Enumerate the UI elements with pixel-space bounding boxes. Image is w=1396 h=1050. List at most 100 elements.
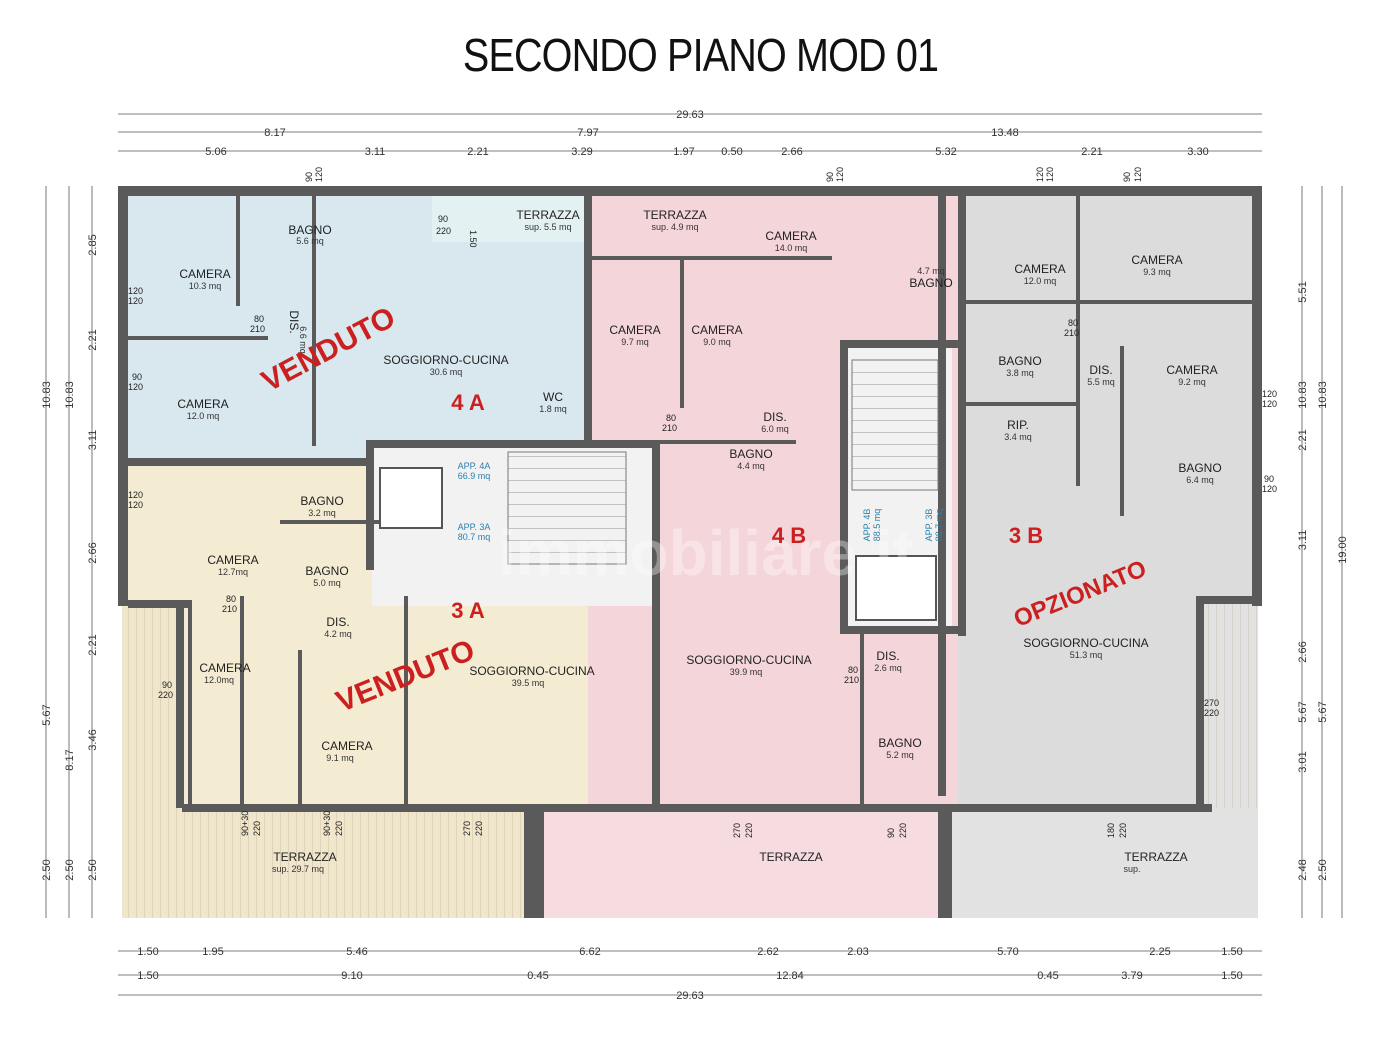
dim-left-in-6: 2.50 [87,859,99,880]
opening-label: 220 [1204,708,1219,718]
terrace-deck-leftside [122,604,182,808]
opening-label: 120 [128,500,143,510]
dim-left-mid-2: 2.50 [64,859,76,880]
opening-label: 80 [226,594,236,604]
unit-tag: APP. 4A [458,461,491,471]
room-name: CAMERA [179,267,230,281]
room-name: TERRAZZA [1124,850,1187,864]
opening-label: 220 [334,821,344,836]
opening-label: 1.50 [468,230,478,248]
unit-code-3a: 3 A [451,598,485,623]
unit-tag: APP. 3A [458,522,491,532]
opening-label: 220 [1118,823,1128,838]
dim-left-in-4: 2.21 [87,634,99,655]
dim-bot-r1-8: 1.50 [1221,946,1242,958]
dim-right-in-5: 2.48 [1297,859,1309,880]
room-area: 12.0 mq [1024,276,1057,286]
opening-label: 90 [162,680,172,690]
room-area: 9.2 mq [1178,377,1206,387]
room-name: DIS. [326,615,349,629]
dim-top-r2-0: 8.17 [264,127,285,139]
room-area: 9.0 mq [703,337,731,347]
room-name: CAMERA [609,323,660,337]
dim-right-mid-extra-0: 10.83 [1297,381,1309,409]
room-area: 3.4 mq [1004,432,1032,442]
wall-core-h2 [840,340,958,348]
opening-label: 120 [128,490,143,500]
opening-label: 220 [252,821,262,836]
room-area: 3.2 mq [308,508,336,518]
room-name: SOGGIORNO-CUCINA [469,664,594,678]
wall-v-2 [652,440,660,812]
dim-left-in-3: 2.66 [87,542,99,563]
unit-tags: APP. 4A 66.9 mq APP. 3A 80.7 mq APP. 4B … [458,461,944,542]
walls [118,186,1262,918]
room-name: CAMERA [177,397,228,411]
room-area: 51.3 mq [1070,650,1103,660]
unit-codes: 4 A 3 A 4 B 3 B [451,390,1043,623]
room-name: SOGGIORNO-CUCINA [686,653,811,667]
room-area: 1.8 mq [539,404,567,414]
room-area: sup. [1123,864,1140,874]
room-area: 6.0 mq [761,424,789,434]
unit-tag: APP. 4B [862,509,872,542]
opening-label: 90 [304,172,314,182]
dimension-lines [45,113,1343,996]
room-name: BAGNO [288,223,331,237]
terrace-4a [432,196,590,242]
dim-bot-r1-5: 2.03 [847,946,868,958]
opening-label: 120 [128,296,143,306]
room-area: sup. 4.9 mq [651,222,698,232]
dim-top-r3-9: 3.30 [1187,146,1208,158]
dim-right-in-2: 3.11 [1297,530,1309,551]
dim-left-in-1: 2.21 [87,329,99,350]
wall-h-c [1204,596,1256,604]
opening-label: 120 [1262,399,1277,409]
room-area: 30.6 mq [430,367,463,377]
unit-tag-area: 80.7 mq [458,532,491,542]
opening-label: 90 [825,172,835,182]
dim-bot-r1-4: 2.62 [757,946,778,958]
room-name: BAGNO [909,276,952,290]
dim-left-outer-0: 10.83 [41,381,53,409]
wall-int-7 [966,300,1256,304]
room-name: BAGNO [998,354,1041,368]
opening-label: 220 [898,823,908,838]
room-name: CAMERA [321,739,372,753]
unit-code-3b: 3 B [1009,523,1043,548]
dim-left-mid-1: 8.17 [64,749,76,770]
room-name: CAMERA [765,229,816,243]
dim-left-in-0: 2.85 [87,234,99,255]
room-area: 9.1 mq [326,753,354,763]
dim-bot-r2-4: 0.45 [1037,970,1058,982]
opening-label: 120 [835,167,845,182]
dim-right-in-0: 5.51 [1297,281,1309,302]
room-name: DIS. [876,649,899,663]
dim-bot-r1-0: 1.50 [137,946,158,958]
dim-top-r3-5: 0.50 [721,146,742,158]
dim-right-mid-0: 10.83 [1317,381,1329,409]
room-name: SOGGIORNO-CUCINA [1023,636,1148,650]
dim-top-r3-6: 2.66 [781,146,802,158]
unit-tag-area: 66.9 mq [458,471,491,481]
room-name: CAMERA [199,661,250,675]
room-name: WC [543,390,563,404]
room-name: DIS. [763,410,786,424]
dim-right-in-4: 3.01 [1297,751,1309,772]
dim-bot-r1-1: 1.95 [202,946,223,958]
opening-label: 90 [1264,474,1274,484]
room-area: 9.3 mq [1143,267,1171,277]
opening-label: 90+30 [322,811,332,836]
opening-label: 90+30 [240,811,250,836]
dim-right-in-3: 2.66 [1297,641,1309,662]
room-name: TERRAZZA [273,850,336,864]
outer-wall-left [118,186,128,606]
opening-label: 120 [314,167,324,182]
stairs-left [507,451,627,565]
opening-label: 270 [732,823,742,838]
room-area: 4.2 mq [324,629,352,639]
opening-label: 90 [132,372,142,382]
dim-right-in-1: 2.21 [1297,429,1309,450]
dim-top-r3-7: 5.32 [935,146,956,158]
opening-label: 80 [666,413,676,423]
